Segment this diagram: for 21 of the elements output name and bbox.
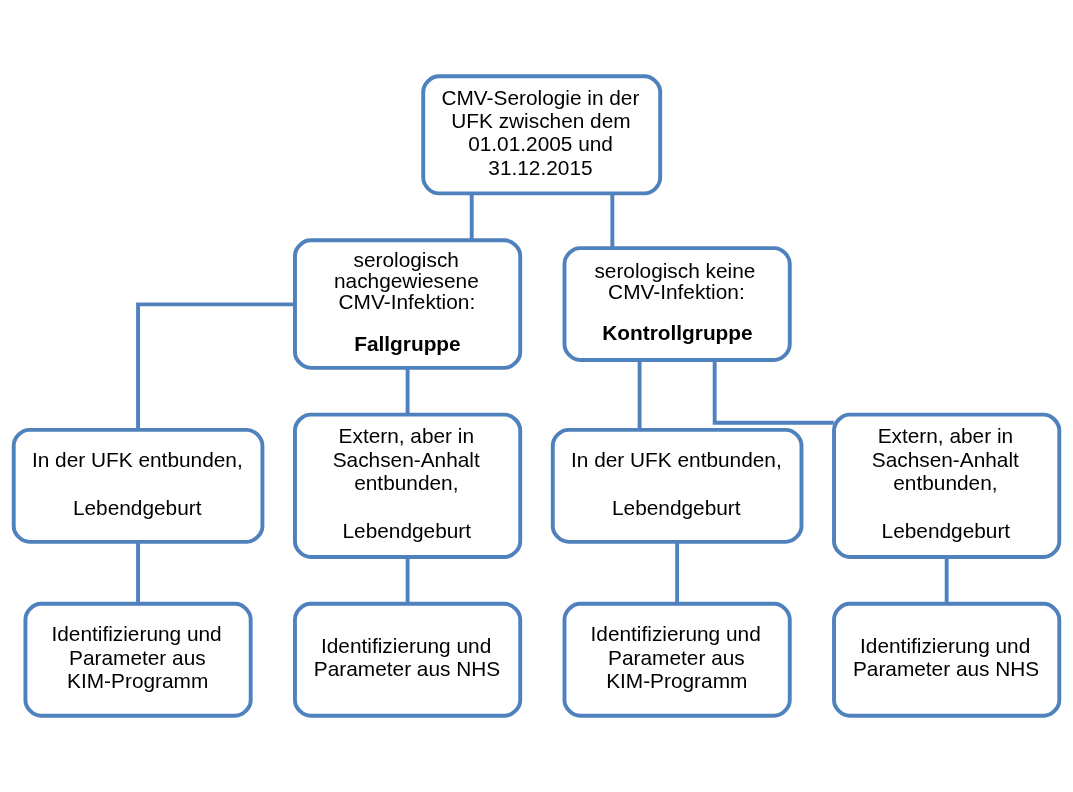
node-box: Identifizierung und Parameter aus KIM-Programm [23,601,253,718]
node-box: serologisch keine CMV-Infektion: Kontrollgruppe [562,246,792,362]
connector [637,360,642,430]
node-box: Identifizierung und Parameter aus NHS [832,601,1062,718]
node-box: Extern, aber in Sachsen-Anhalt entbunden, Lebendgeburt [293,412,523,560]
connector [610,193,615,248]
connector [944,557,949,604]
node-box: CMV-Serologie in der UFK zwischen dem 01.01.2005 und 31.12.2015 [421,74,663,196]
node-box: Identifizierung und Parameter aus NHS [293,601,523,718]
connector [469,193,474,241]
connector [405,557,410,604]
connector [405,368,410,415]
node-box: Identifizierung und Parameter aus KIM-Programm [562,601,792,718]
connector [136,302,295,430]
node-box: Extern, aber in Sachsen-Anhalt entbunden, Lebendgeburt [832,412,1062,560]
node-box: serologisch nachgewiesene CMV-Infektion: Fallgruppe [293,238,523,370]
node-box: In der UFK entbunden, Lebendgeburt [11,427,265,544]
connector [136,541,140,604]
connector [712,360,834,425]
connector [675,541,680,604]
node-box: In der UFK entbunden, Lebendgeburt [550,427,804,544]
